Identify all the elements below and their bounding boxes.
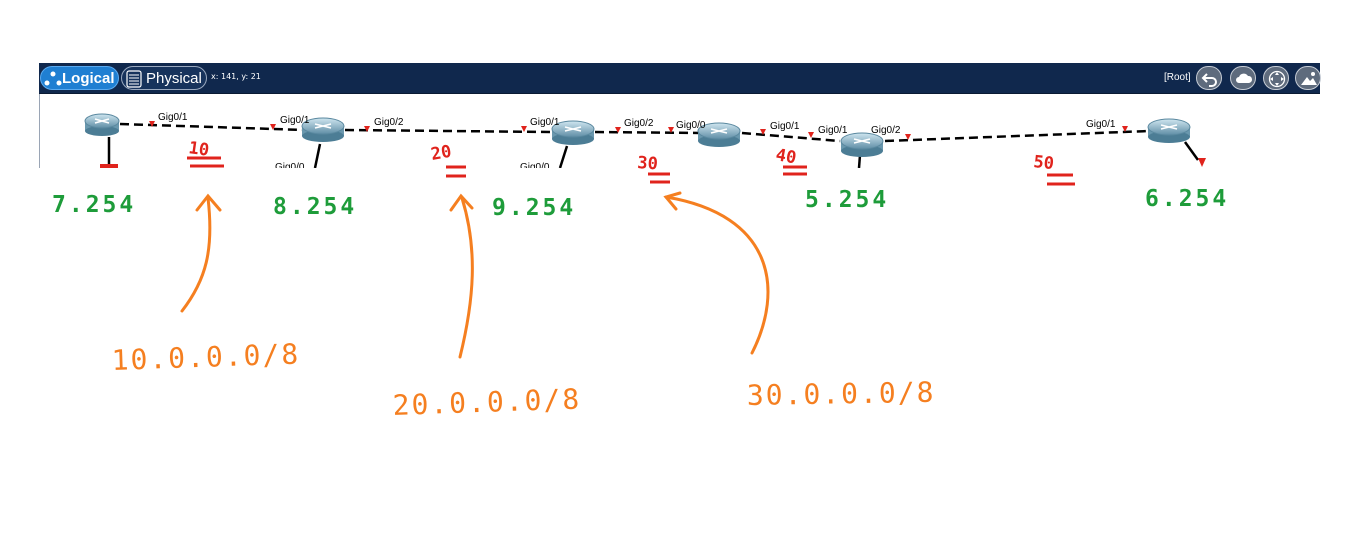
router-2[interactable] <box>301 117 345 142</box>
interface-labels: Gig0/1 Gig0/1 Gig0/2 Gig0/0 Gig0/1 Gig0/… <box>158 112 1116 173</box>
interface-label: Gig0/1 <box>1086 119 1116 130</box>
router-6[interactable] <box>1147 118 1191 143</box>
network-address: 20.0.0.0/8 <box>392 382 582 422</box>
tab-physical[interactable]: Physical <box>121 66 207 90</box>
cursor-coordinates: x: 141, y: 21 <box>211 72 261 81</box>
physical-rack-icon <box>126 70 142 88</box>
underline-mark <box>1047 173 1075 186</box>
tab-logical-label: Logical <box>62 69 115 87</box>
link-number: 30 <box>637 153 659 174</box>
background-image-icon <box>1301 72 1317 85</box>
link-number: 10 <box>187 138 210 161</box>
underline-mark <box>648 172 670 184</box>
host-address: 7.254 <box>52 192 136 218</box>
network-annotations: 10.0.0.0/8 20.0.0.0/8 30.0.0.0/8 <box>111 337 936 422</box>
tab-physical-label: Physical <box>146 69 202 87</box>
interface-label: Gig0/0 <box>275 162 305 173</box>
host-address: 9.254 <box>492 195 576 221</box>
annotation-arrows <box>180 191 770 359</box>
host-address: 5.254 <box>805 187 889 213</box>
routers[interactable] <box>84 113 1191 157</box>
logical-workspace-canvas[interactable] <box>39 94 1320 168</box>
link-number: 50 <box>1032 152 1054 174</box>
underline-mark <box>187 156 224 168</box>
host-address-annotations: 7.254 8.254 9.254 5.254 6.254 <box>52 186 1229 221</box>
network-address: 10.0.0.0/8 <box>111 337 301 377</box>
router-5[interactable] <box>840 132 884 157</box>
cloud-button[interactable] <box>1230 66 1256 90</box>
workspace-toolbar: Logical Physical x: 141, y: 21 [Root] <box>39 63 1321 94</box>
interface-label: Gig0/0 <box>676 120 706 131</box>
router-1[interactable] <box>84 113 120 136</box>
root-breadcrumb[interactable]: [Root] <box>1164 72 1191 83</box>
link-number: 20 <box>429 142 453 165</box>
interface-label: Gig0/2 <box>374 117 404 128</box>
interface-label: Gig0/1 <box>770 121 800 132</box>
interface-label: Gig0/0 <box>520 162 550 173</box>
logical-topology-icon <box>44 71 62 86</box>
host-address: 8.254 <box>273 194 357 220</box>
back-button[interactable] <box>1196 66 1222 90</box>
back-icon <box>1201 73 1217 87</box>
interface-label: Gig0/1 <box>158 112 188 123</box>
navigate-button[interactable] <box>1263 66 1289 90</box>
underline-mark <box>783 165 807 176</box>
underline-mark <box>446 165 466 178</box>
router-4[interactable] <box>697 122 741 147</box>
navigate-icon <box>1268 70 1286 88</box>
background-image-button[interactable] <box>1295 66 1321 90</box>
router-3[interactable] <box>551 120 595 145</box>
link-number-annotations: 10 20 30 40 50 <box>187 138 1075 186</box>
network-links <box>119 122 1151 143</box>
cloud-icon <box>1236 73 1253 83</box>
interface-label: Gig0/1 <box>818 125 848 136</box>
interface-label: Gig0/2 <box>871 125 901 136</box>
host-links <box>107 137 1200 168</box>
interface-label: Gig0/1 <box>530 117 560 128</box>
host-address: 6.254 <box>1145 186 1229 212</box>
interface-label: Gig0/2 <box>624 118 654 129</box>
link-number: 40 <box>774 145 798 168</box>
interface-label: Gig0/1 <box>280 115 310 126</box>
tab-logical[interactable]: Logical <box>40 66 119 90</box>
port-status-markers <box>100 121 1206 168</box>
network-address: 30.0.0.0/8 <box>747 376 936 412</box>
